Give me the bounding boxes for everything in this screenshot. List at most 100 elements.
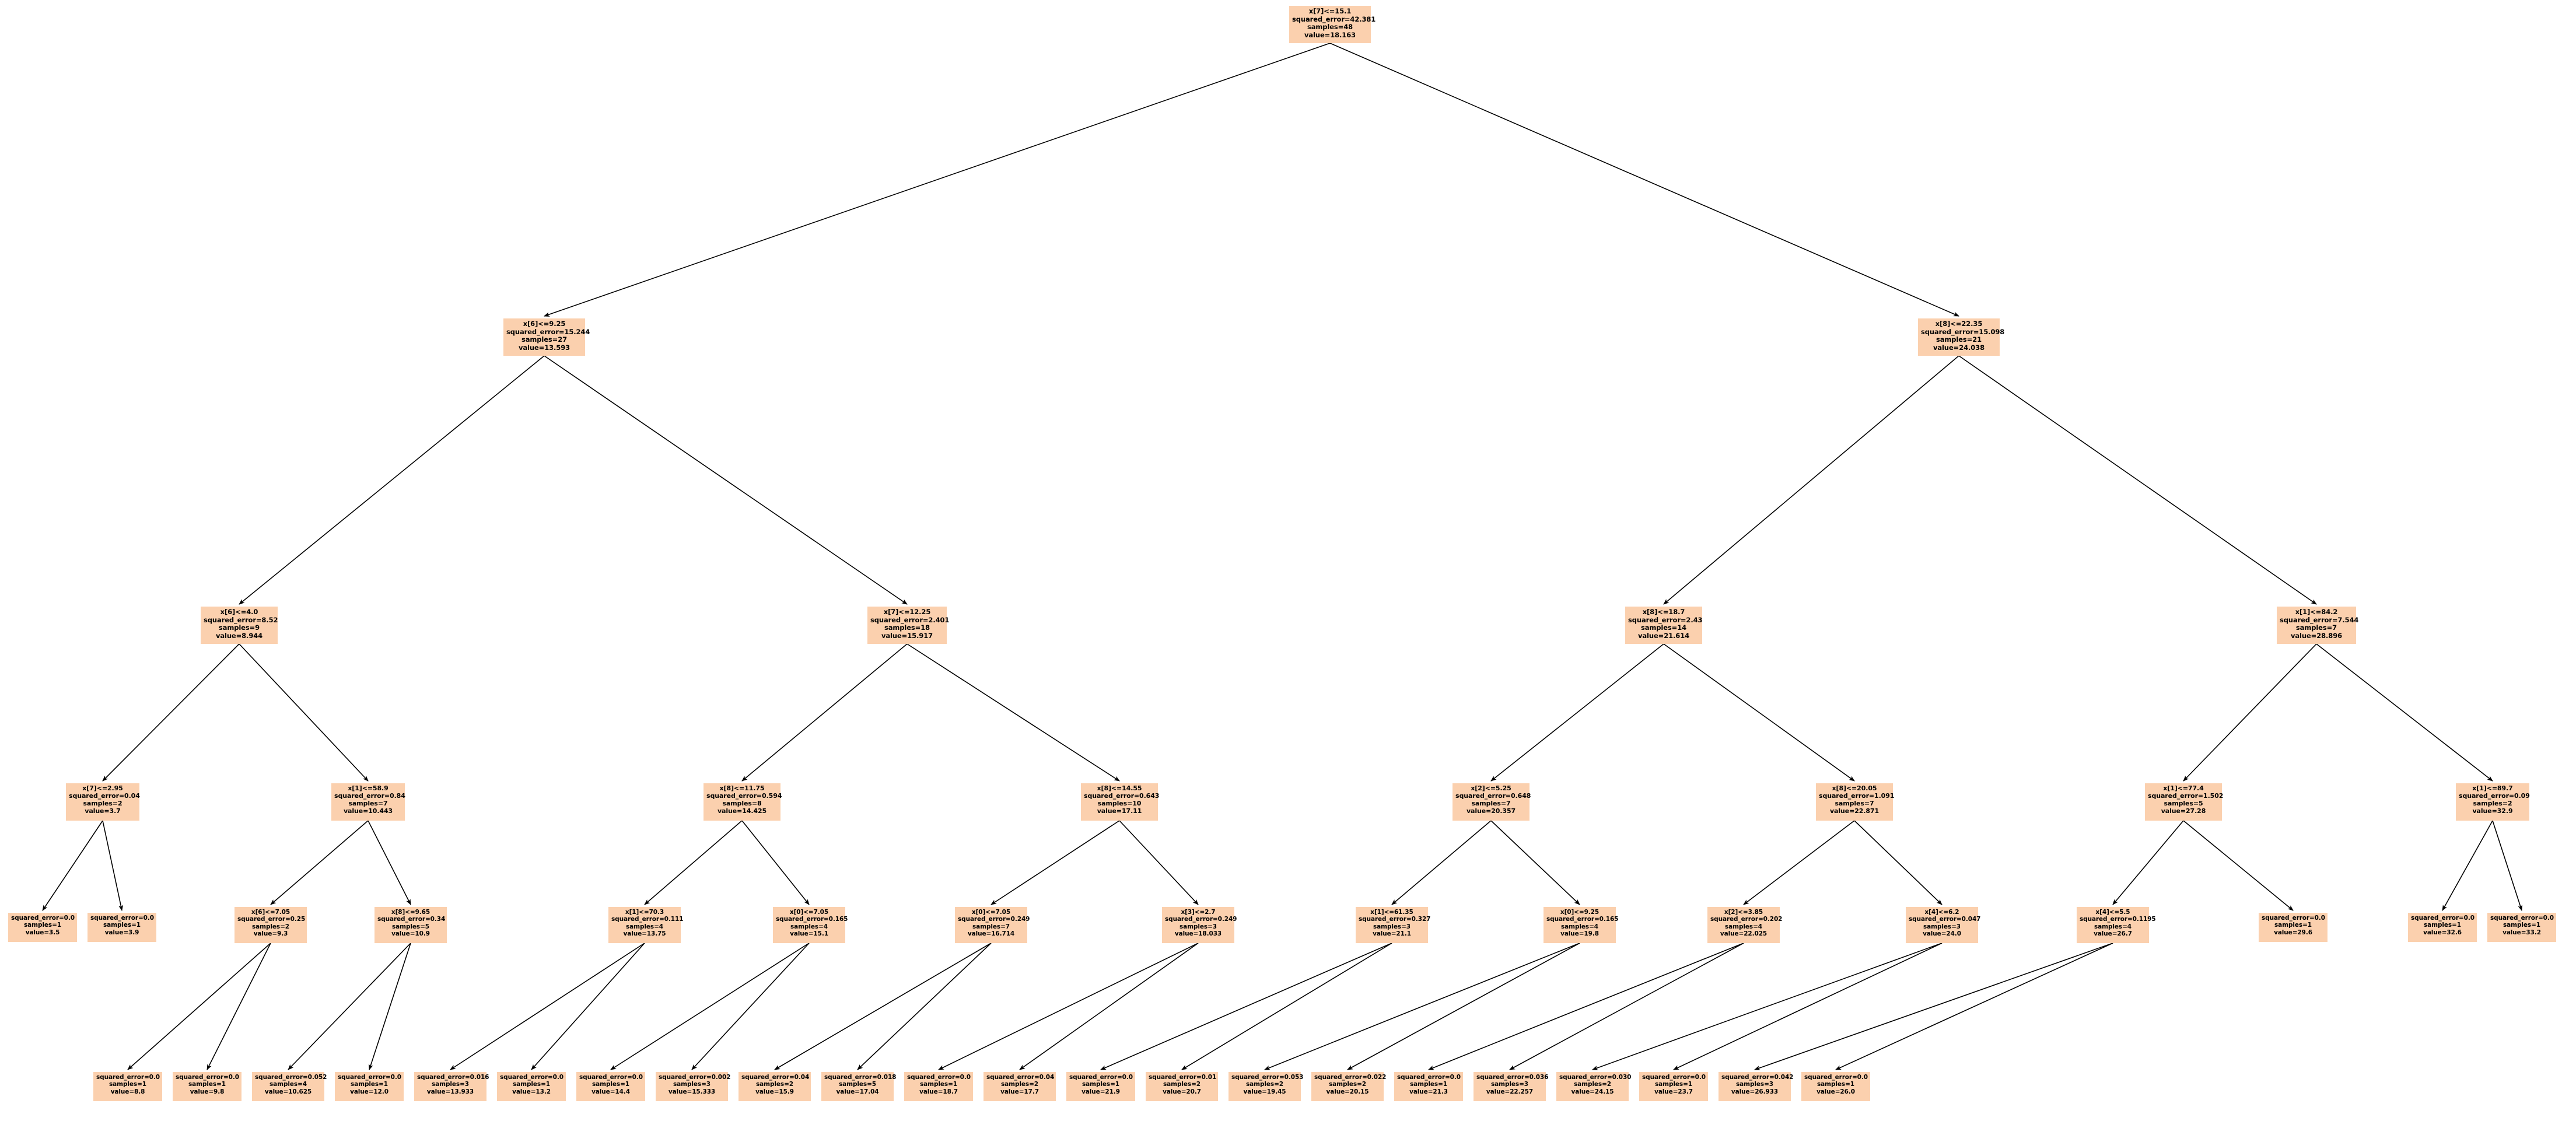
error: squared_error=0.0 — [338, 1074, 401, 1081]
condition: x[8]<=18.7 — [1642, 608, 1685, 616]
value: value=21.9 — [1082, 1088, 1120, 1095]
samples: samples=1 — [1082, 1081, 1119, 1088]
value: value=32.6 — [2423, 929, 2462, 936]
samples: samples=2 — [1574, 1081, 1611, 1088]
samples: samples=3 — [1373, 923, 1410, 930]
tree-edge — [1181, 943, 1392, 1070]
tree-edge — [42, 820, 103, 911]
value: value=3.9 — [104, 929, 139, 936]
tree-edge — [2112, 820, 2184, 905]
value: value=19.8 — [1560, 930, 1599, 938]
value: value=10.9 — [391, 930, 430, 938]
samples: samples=2 — [1329, 1081, 1366, 1088]
error: squared_error=0.1195 — [2080, 916, 2156, 923]
value: value=28.896 — [2291, 631, 2342, 640]
samples: samples=4 — [270, 1081, 307, 1088]
error: squared_error=0.0 — [1804, 1074, 1868, 1081]
condition: x[1]<=61.35 — [1370, 909, 1413, 916]
error: squared_error=8.52 — [204, 615, 278, 624]
error: squared_error=0.0 — [1397, 1074, 1461, 1081]
error: squared_error=0.04 — [69, 791, 140, 800]
error: squared_error=7.544 — [2280, 615, 2359, 624]
value: value=13.75 — [623, 930, 666, 938]
tree-edge — [368, 820, 411, 905]
condition: x[1]<=77.4 — [2163, 784, 2204, 792]
value: value=15.9 — [755, 1088, 794, 1095]
samples: samples=1 — [351, 1081, 388, 1088]
condition: x[7]<=2.95 — [82, 784, 123, 792]
tree-edge — [1490, 820, 1580, 905]
tree-edge — [907, 643, 1120, 782]
tree-edge — [1854, 820, 1943, 905]
tree-edge — [288, 943, 411, 1070]
error: squared_error=0.0 — [11, 915, 75, 922]
tree-edge — [1100, 943, 1392, 1070]
tree-edge — [1592, 943, 1943, 1070]
tree-edge — [531, 943, 645, 1070]
samples: samples=2 — [83, 799, 123, 807]
samples: samples=1 — [2503, 922, 2540, 929]
tree-edge — [1958, 355, 2317, 605]
error: squared_error=0.0 — [2490, 915, 2554, 922]
value: value=3.7 — [85, 807, 121, 815]
error: squared_error=0.018 — [824, 1074, 897, 1081]
samples: samples=10 — [1097, 799, 1142, 807]
error: squared_error=0.0 — [500, 1074, 564, 1081]
tree-edge — [741, 643, 908, 782]
error: squared_error=0.01 — [1149, 1074, 1217, 1081]
condition: x[2]<=3.85 — [1724, 909, 1763, 916]
samples: samples=4 — [626, 923, 663, 930]
tree-edge — [102, 643, 240, 782]
samples: samples=3 — [1180, 923, 1217, 930]
samples: samples=1 — [2274, 922, 2312, 929]
samples: samples=7 — [1471, 799, 1511, 807]
samples: samples=3 — [1923, 923, 1961, 930]
tree-edge — [857, 943, 992, 1070]
samples: samples=7 — [1835, 799, 1874, 807]
tree-edge — [1347, 943, 1580, 1070]
tree-edge — [127, 943, 271, 1070]
tree-edge — [741, 820, 810, 905]
value: value=26.933 — [1731, 1088, 1779, 1095]
tree-edge — [1663, 643, 1855, 782]
samples: samples=7 — [972, 923, 1010, 930]
condition: x[3]<=2.7 — [1181, 909, 1216, 916]
value: value=10.625 — [264, 1088, 312, 1095]
value: value=8.944 — [215, 631, 263, 640]
samples: samples=2 — [252, 923, 289, 930]
value: value=13.593 — [519, 343, 570, 352]
condition: x[7]<=12.25 — [883, 608, 931, 616]
error: squared_error=1.502 — [2148, 791, 2224, 800]
tree-edge — [1743, 820, 1855, 905]
samples: samples=4 — [2094, 923, 2132, 930]
samples: samples=9 — [218, 623, 260, 632]
error: squared_error=42.381 — [1292, 15, 1376, 23]
error: squared_error=0.249 — [958, 916, 1030, 923]
value: value=16.714 — [967, 930, 1015, 938]
samples: samples=2 — [2473, 799, 2512, 807]
value: value=18.7 — [919, 1088, 958, 1095]
tree-edge — [1754, 943, 2113, 1070]
